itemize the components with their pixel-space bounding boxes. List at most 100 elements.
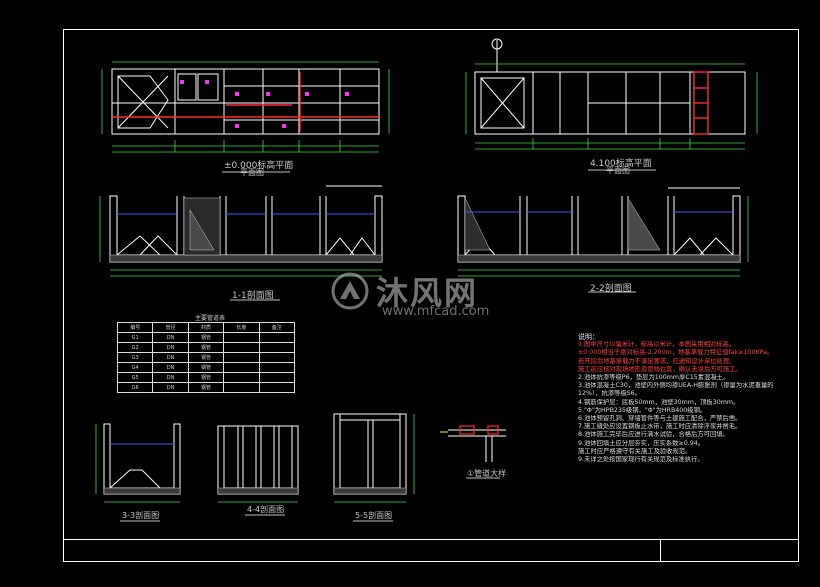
plan-left-magenta [180, 80, 349, 128]
section-2-2-concrete [457, 197, 741, 263]
table-cell [258, 342, 296, 353]
watermark-brand: 沐风网 [376, 274, 479, 312]
table-cell: 管径 [152, 322, 189, 333]
note-line: 3.池体混凝土C30，池壁内外侧均掺UEA-H膨胀剂（掺量为水泥重量的 [578, 382, 774, 390]
note-line-highlight: 施工前应核对现场地形及管线位置，确认无误后方可施工。 [578, 365, 742, 373]
section-3-3-label: 3-3剖面图 [122, 511, 160, 520]
table-cell: G4 [116, 362, 154, 373]
table-header-row: 编号管径材质长度备注 [116, 322, 296, 333]
note-line: 7.施工缝处应设置钢板止水带，施工时应清除浮浆并凿毛。 [578, 423, 742, 431]
pipe-detail [448, 429, 506, 462]
note-line-highlight: 若开挖后地基承载力不满足要求，应通知设计单位处理。 [578, 357, 736, 365]
plan-left-subtitle: 平面图 [240, 168, 264, 177]
title-block-border [63, 539, 799, 540]
table-cell: 材质 [187, 322, 225, 333]
table-cell [258, 362, 296, 373]
table-cell [223, 362, 260, 373]
table-cell [223, 372, 260, 383]
section-2-2-dims [458, 196, 749, 277]
note-line: 9.池体回填土应分层夯实，压实系数≥0.94。 [578, 439, 705, 447]
plan-left-title: ±0.000标高平面 [224, 161, 294, 171]
note-line: 8.池体施工完毕后应进行满水试验，合格后方可回填。 [578, 431, 729, 439]
section-5-5-dims [334, 414, 415, 503]
mfcad-logo-icon [331, 272, 369, 310]
section-1-1-label: 1-1剖面图 [232, 291, 274, 301]
note-line: 12%），抗渗等级S6。 [578, 390, 641, 398]
table-cell: 钢管 [187, 382, 225, 393]
table-cell: G6 [116, 382, 154, 393]
table-cell: G3 [116, 352, 154, 363]
pipe-table-title: 主要管道表 [195, 315, 226, 322]
section-4-4 [217, 425, 299, 495]
note-line: 9.未详之处按国家现行有关规范及标准执行。 [578, 456, 704, 464]
table-cell: 钢管 [187, 352, 225, 363]
section-4-4-label: 4-4剖面图 [247, 505, 285, 514]
plan-right-title: 4.100标高平面 [590, 159, 652, 169]
pipe-detail-label: ①管道大样 [467, 469, 507, 478]
section-1-1 [109, 185, 383, 263]
note-line: 4.钢筋保护层：底板50mm，池壁30mm，顶板30mm。 [578, 398, 740, 406]
design-notes: 说明： 1.图中尺寸以毫米计，标高以米计，本图采用相对标高。±0.000相当于绝… [578, 333, 783, 464]
section-1-1-dims [99, 196, 382, 277]
table-cell: 编号 [116, 322, 154, 333]
notes-heading: 说明： [578, 333, 599, 341]
table-cell: DN [152, 382, 189, 393]
section-5-5-label: 5-5剖面图 [355, 511, 393, 520]
section-2-2-label: 2-2剖面图 [590, 284, 632, 294]
section-4-4-concrete [217, 487, 299, 495]
note-line: 6.池体预留孔洞、穿墙管件等与土建施工配合，严禁后凿。 [578, 415, 742, 423]
table-cell: 钢管 [187, 362, 225, 373]
table-cell: 钢管 [187, 332, 225, 343]
plan-right-pipes [693, 71, 709, 135]
section-3-3 [103, 423, 181, 495]
watermark-url: www.mfcad.com [382, 304, 490, 319]
section-2-2 [457, 187, 741, 263]
section-5-5 [333, 413, 407, 495]
drawing-frame [63, 29, 799, 562]
table-cell: 长度 [223, 322, 260, 333]
table-cell: DN [152, 332, 189, 343]
table-cell [258, 332, 296, 343]
label-underlines [120, 169, 656, 522]
table-cell: DN [152, 352, 189, 363]
table-cell [223, 342, 260, 353]
table-cell: DN [152, 362, 189, 373]
watermark: 沐风网 www.mfcad.com [330, 268, 489, 319]
note-line: 施工时应严格遵守有关施工及验收规范。 [578, 447, 692, 455]
plan-left-dims [101, 61, 390, 153]
table-cell [223, 352, 260, 363]
table-cell: G1 [116, 332, 154, 343]
table-cell: G2 [116, 342, 154, 353]
table-cell: DN [152, 372, 189, 383]
table-cell: DN [152, 342, 189, 353]
table-cell: G5 [116, 372, 154, 383]
table-cell [223, 382, 260, 393]
title-block-divider [660, 539, 661, 562]
section-5-5-concrete [333, 487, 407, 495]
plan-right [474, 38, 746, 135]
plan-right-dims [465, 63, 758, 150]
table-cell [258, 382, 296, 393]
note-line: 2.池体抗渗等级P6，垫层为100mm厚C15素混凝土。 [578, 374, 730, 382]
table-cell: 钢管 [187, 342, 225, 353]
note-line-highlight: ±0.000相当于绝对标高-2.200m，地基承载力特征值fak≥100KPa。 [578, 349, 774, 357]
section-3-3-dims [95, 424, 180, 503]
section-1-1-concrete [109, 197, 383, 263]
plan-left [111, 68, 380, 135]
table-cell [223, 332, 260, 343]
table-cell [258, 372, 296, 383]
table-cell: 备注 [258, 322, 296, 333]
pipe-detail-red [459, 425, 499, 435]
note-line: 5."Φ"为HPB235级钢，"Φ"为HRB400级钢。 [578, 406, 707, 414]
table-cell: 钢管 [187, 372, 225, 383]
section-3-3-concrete [103, 487, 181, 495]
table-cell [258, 352, 296, 363]
note-line-highlight: 1.图中尺寸以毫米计，标高以米计，本图采用相对标高。 [578, 341, 736, 349]
